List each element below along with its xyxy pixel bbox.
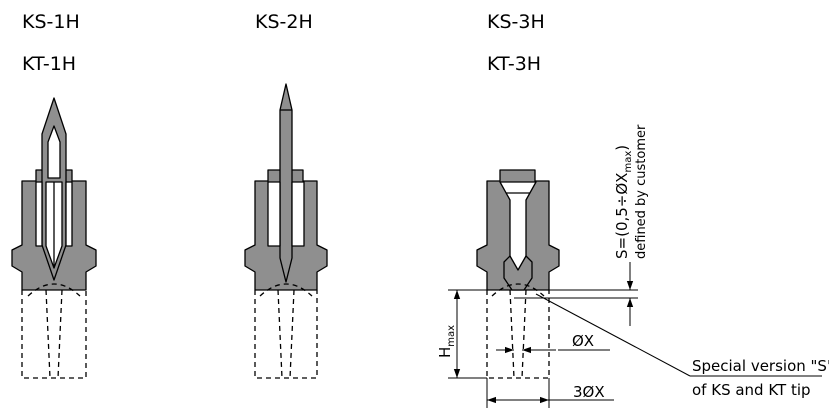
dimension-lines [448, 262, 822, 408]
drawing-ks-1h [11, 97, 97, 379]
ks3h-hidden-lines [486, 283, 550, 379]
s-formula: S=(0,5÷ØXmax) [613, 145, 634, 259]
drawing-ks-2h [244, 83, 328, 379]
label-kt-1h: KT-1H [22, 53, 77, 75]
special-version-line1: Special version "S" [692, 357, 829, 375]
s-defined: defined by customer [634, 124, 649, 259]
ks3h-nozzle [503, 255, 533, 291]
label-ks-1h: KS-1H [22, 11, 80, 33]
label-kt-3h: KT-3H [487, 53, 542, 75]
s-defined-text: defined by customer [634, 124, 649, 259]
ks1h-plunger-shadow [35, 181, 43, 247]
h-max: Hmax [436, 325, 457, 358]
ks1h-crown-slot [47, 125, 61, 179]
label-ks-2h: KS-2H [255, 11, 313, 33]
special-version-line2: of KS and KT tip [692, 381, 811, 399]
drawing-ks-3h [476, 169, 560, 379]
diameter-x-label: ØX [572, 332, 594, 350]
ks1h-hidden-lines [21, 283, 87, 379]
ks2h-bore-left [267, 181, 281, 247]
three-diameter-x-label: 3ØX [573, 383, 605, 401]
label-ks-3h: KS-3H [487, 11, 545, 33]
ks1h-plunger-shadow-r [65, 181, 73, 247]
ks2h-hidden-lines [254, 283, 318, 379]
ks2h-bore-right [291, 181, 305, 247]
ks2h-plunger [279, 83, 293, 283]
s-formula-text: S=(0,5÷ØXmax) [613, 145, 634, 259]
h-max-text: Hmax [436, 325, 457, 358]
